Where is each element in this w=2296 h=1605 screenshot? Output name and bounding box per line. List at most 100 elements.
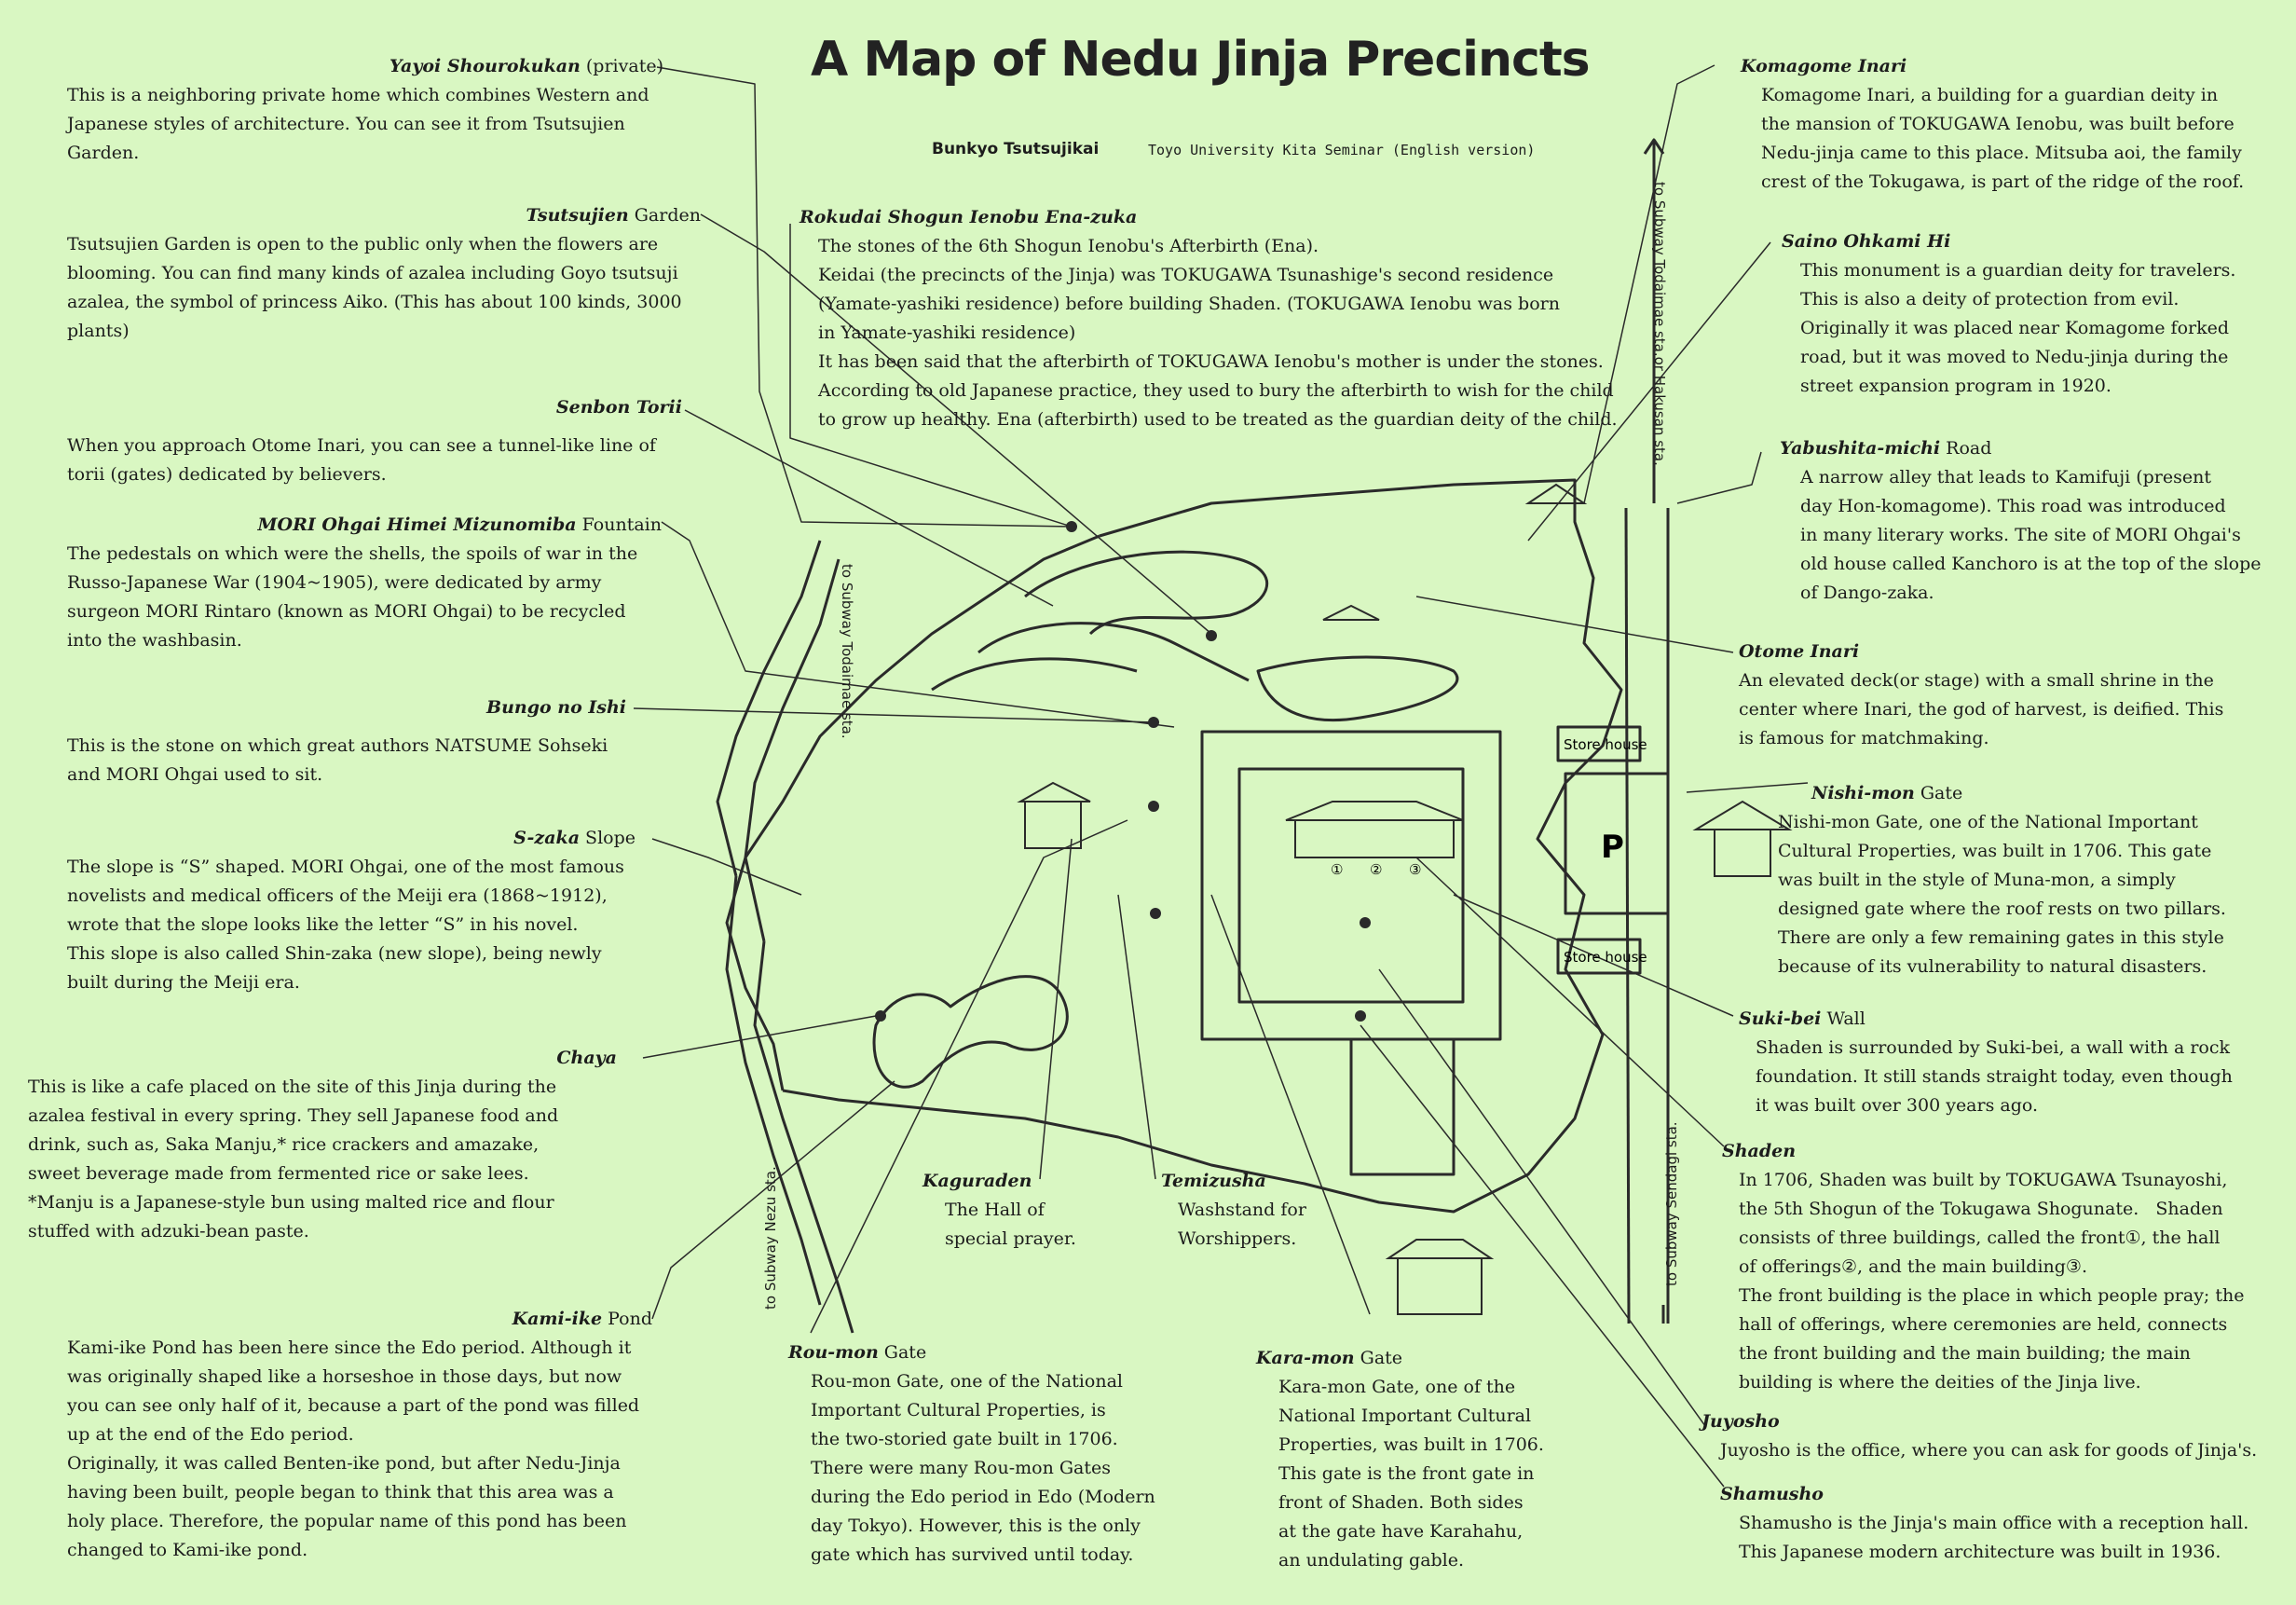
annotation-suki-bei-wall: Suki-bei Wall Shaden is surrounded by Su… [1739, 1005, 2289, 1120]
place-name: S-zaka [513, 828, 581, 848]
annotation-tsutsujien-garden: Tsutsujien Garden Tsutsujien Garden is o… [67, 201, 701, 346]
place-suffix: Garden [628, 205, 701, 226]
annotation-shaden: Shaden In 1706, Shaden was built by TOKU… [1722, 1137, 2290, 1397]
place-name: Senbon Torii [555, 397, 682, 418]
page-title: A Map of Nedu Jinja Precincts [811, 32, 1591, 88]
annotation-nishi-mon-gate: Nishi-mon Gate Nishi-mon Gate, one of th… [1778, 779, 2281, 981]
annotation-mori-ohgai-fountain: MORI Ohgai Himei Mizunomiba Fountain The… [67, 511, 662, 655]
store-house-label-1: Store house [1564, 736, 1647, 753]
annotation-heading: MORI Ohgai Himei Mizunomiba Fountain [67, 511, 663, 540]
annotation-heading: Yayoi Shourokukan (private) [67, 52, 663, 81]
annotation-temizusha: Temizusha Washstand for Worshippers. [1161, 1167, 1347, 1254]
annotation-heading: Kaguraden [922, 1167, 1109, 1196]
annotation-heading: Komagome Inari [1741, 52, 2281, 81]
place-name: Juyosho [1702, 1411, 1780, 1432]
place-name: Nishi-mon [1811, 783, 1915, 803]
annotation-body: Juyosho is the office, where you can ask… [1720, 1440, 2258, 1461]
annotation-shamusho: Shamusho Shamusho is the Jinja's main of… [1720, 1480, 2289, 1567]
annotation-body: This monument is a guardian deity for tr… [1800, 260, 2236, 396]
road-label-todaimae-left: to Subway Todaimae sta. [839, 564, 855, 739]
annotation-heading: Shamusho [1720, 1480, 2289, 1509]
annotation-body: An elevated deck(or stage) with a small … [1739, 670, 2224, 748]
place-name: Kaguraden [922, 1171, 1032, 1191]
annotation-body: This is a neighboring private home which… [67, 85, 649, 163]
place-name: Kami-ike [512, 1309, 603, 1329]
organization-name: Bunkyo Tsutsujikai [932, 140, 1100, 158]
credit-line: Toyo University Kita Seminar (English ve… [1148, 142, 1536, 158]
annotation-heading: S-zaka Slope [67, 824, 636, 853]
place-name: Tsutsujien [526, 205, 629, 226]
place-suffix: (private) [580, 56, 663, 76]
place-name: Yabushita-michi [1780, 438, 1941, 459]
place-suffix: Wall [1821, 1008, 1866, 1029]
shaden-offerings-number: ② [1370, 861, 1382, 878]
place-suffix: Slope [580, 828, 636, 848]
annotation-heading: Juyosho [1702, 1407, 2289, 1436]
store-house-label-2: Store house [1564, 949, 1647, 966]
annotation-kara-mon-gate: Kara-mon Gate Kara-mon Gate, one of the … [1256, 1344, 1610, 1575]
road-label-todaimae-top: to Subway Todaimae sta.or Hakusan sta. [1651, 182, 1668, 466]
annotation-heading: Rou-mon Gate [788, 1338, 1180, 1367]
place-name: Bungo no Ishi [486, 697, 626, 718]
place-name: Yayoi Shourokukan [389, 56, 581, 76]
annotation-heading: Shaden [1722, 1137, 2290, 1166]
annotation-otome-inari: Otome Inari An elevated deck(or stage) w… [1739, 638, 2289, 753]
annotation-saino-ohkami-hi: Saino Ohkami Hi This monument is a guard… [1782, 227, 2285, 401]
place-name: Shaden [1722, 1141, 1797, 1161]
annotation-heading: Yabushita-michi Road [1780, 434, 2283, 463]
annotation-yabushita-michi-road: Yabushita-michi Road A narrow alley that… [1780, 434, 2283, 608]
annotation-body: Kami-ike Pond has been here since the Ed… [67, 1338, 640, 1560]
annotation-body: This is like a cafe placed on the site o… [28, 1077, 559, 1241]
annotation-s-zaka-slope: S-zaka Slope The slope is “S” shaped. MO… [67, 824, 636, 997]
annotation-body: The Hall of special prayer. [945, 1200, 1076, 1249]
annotation-heading: Temizusha [1161, 1167, 1347, 1196]
place-name: Saino Ohkami Hi [1782, 231, 1951, 252]
place-suffix: Gate [1354, 1348, 1403, 1368]
annotation-body: Shamusho is the Jinja's main office with… [1739, 1513, 2249, 1562]
annotation-heading: Chaya [28, 1044, 617, 1073]
annotation-rokudai-shogun-ena-zuka: Rokudai Shogun Ienobu Ena-zuka The stone… [800, 203, 1620, 434]
place-suffix: Fountain [576, 514, 662, 535]
annotation-juyosho: Juyosho Juyosho is the office, where you… [1702, 1407, 2289, 1465]
annotation-body: Rou-mon Gate, one of the National Import… [811, 1371, 1155, 1565]
annotation-body: The slope is “S” shaped. MORI Ohgai, one… [67, 857, 624, 993]
annotation-heading: Suki-bei Wall [1739, 1005, 2289, 1034]
place-name: Komagome Inari [1741, 56, 1907, 76]
annotation-heading: Senbon Torii [67, 393, 682, 422]
annotation-heading: Rokudai Shogun Ienobu Ena-zuka [800, 203, 1620, 232]
place-name: MORI Ohgai Himei Mizunomiba [257, 514, 577, 535]
shaden-front-number: ① [1331, 861, 1343, 878]
annotation-body: In 1706, Shaden was built by TOKUGAWA Ts… [1739, 1170, 2245, 1392]
place-suffix: Pond [602, 1309, 652, 1329]
annotation-body: Nishi-mon Gate, one of the National Impo… [1778, 812, 2226, 977]
annotation-kami-ike-pond: Kami-ike Pond Kami-ike Pond has been her… [67, 1305, 652, 1565]
annotation-body: When you approach Otome Inari, you can s… [67, 435, 656, 485]
annotation-body: The stones of the 6th Shogun Ienobu's Af… [818, 236, 1618, 430]
annotation-yayoi-shourokukan: Yayoi Shourokukan (private) This is a ne… [67, 52, 663, 168]
annotation-body: This is the stone on which great authors… [67, 735, 608, 785]
place-name: Shamusho [1720, 1484, 1824, 1504]
annotation-heading: Otome Inari [1739, 638, 2289, 666]
place-name: Kara-mon [1256, 1348, 1355, 1368]
annotation-heading: Saino Ohkami Hi [1782, 227, 2285, 256]
annotation-heading: Kami-ike Pond [67, 1305, 652, 1334]
annotation-heading: Bungo no Ishi [67, 693, 626, 722]
place-name: Rou-mon [788, 1342, 879, 1363]
place-name: Suki-bei [1739, 1008, 1822, 1029]
annotation-bungo-no-ishi: Bungo no Ishi This is the stone on which… [67, 693, 626, 789]
place-name: Temizusha [1161, 1171, 1266, 1191]
place-suffix: Gate [878, 1342, 927, 1363]
place-suffix: Gate [1914, 783, 1963, 803]
annotation-chaya: Chaya This is like a cafe placed on the … [28, 1044, 617, 1246]
annotation-senbon-torii: Senbon Torii When you approach Otome Ina… [67, 393, 682, 489]
annotation-body: A narrow alley that leads to Kamifuji (p… [1800, 467, 2262, 603]
road-label-nezu: to Subway Nezu sta. [762, 1166, 779, 1310]
annotation-heading: Nishi-mon Gate [1811, 779, 2281, 808]
parking-icon: P [1601, 829, 1624, 866]
annotation-komagome-inari: Komagome Inari Komagome Inari, a buildin… [1741, 52, 2281, 197]
annotation-body: Kara-mon Gate, one of the National Impor… [1278, 1377, 1544, 1571]
place-name: Otome Inari [1739, 641, 1860, 662]
place-name: Chaya [556, 1048, 617, 1068]
place-suffix: Road [1940, 438, 1992, 459]
